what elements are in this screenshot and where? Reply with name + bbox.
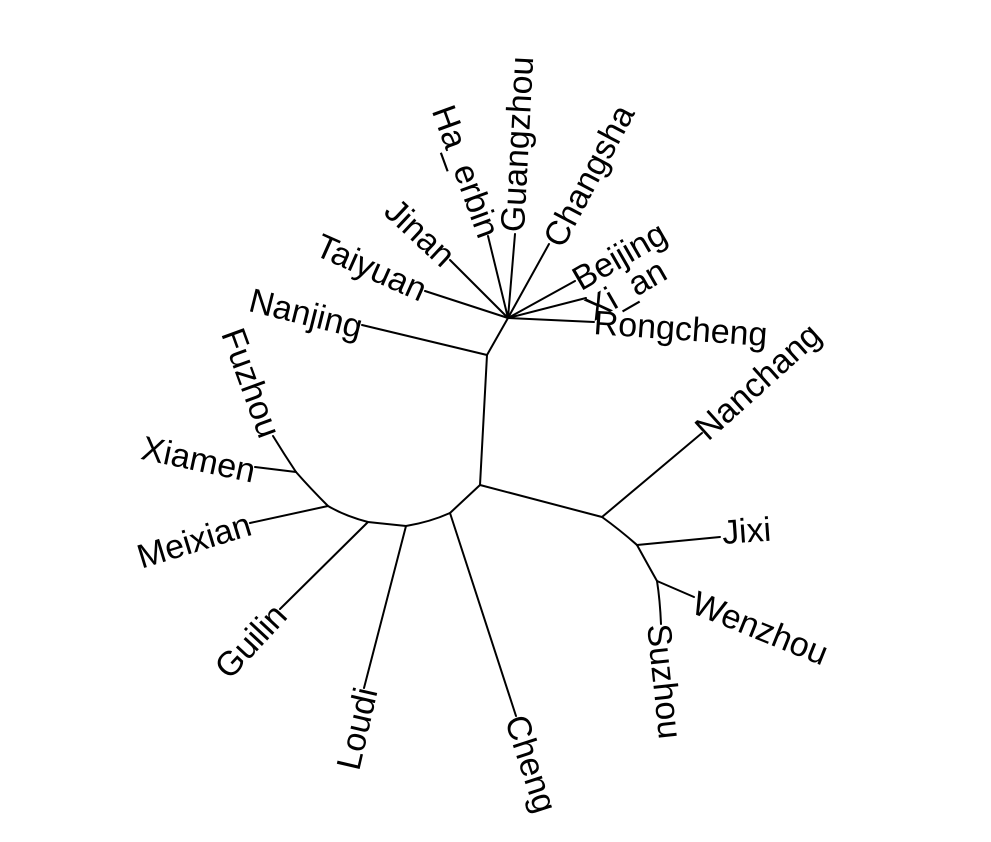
edge-xiamen [254,466,297,473]
edge-ha-erbin [487,235,509,319]
tip-label-cheng: Cheng [497,710,564,817]
edge-nanchang [601,432,703,518]
branch-right-lower [636,544,658,582]
edge-jixi [636,536,721,546]
branch-root-to-left [449,484,481,514]
arc-left-clade [295,471,451,528]
edge-guilin [279,521,369,610]
edge-meixian [249,505,329,524]
edge-xi-an [507,297,587,319]
tree-edges [249,233,721,717]
branch-upper-to-hub [486,317,509,356]
edge-beijing [507,280,576,319]
tip-label-meixian: Meixian [133,506,256,577]
edge-cheng [449,512,517,717]
tip-label-jixi: Jixi [721,511,773,552]
edge-nanjing [361,324,488,356]
tip-label-nanjing: Nanjing [245,282,366,347]
edge-wenzhou [656,580,695,598]
tip-label-fuzhou: Fuzhou [213,323,287,443]
tip-label-rongcheng: Rongcheng [593,304,769,354]
edge-changsha [507,243,550,319]
tip-label-loudi: Loudi [330,684,386,774]
branch-root-to-right [479,484,603,518]
tip-label-xiamen: Xiamen [138,429,259,490]
edge-jinan [449,259,509,319]
tip-label-suzhou: Suzhou [639,622,689,741]
branch-root-to-upper [479,354,488,486]
edge-guangzhou [507,233,516,319]
tip-label-wenzhou: Wenzhou [687,584,834,673]
branch-right-inner [601,516,638,546]
edge-rongcheng [507,317,595,323]
tip-label-guilin: Guilin [208,597,295,686]
edge-fuzhou [272,435,297,473]
tip-label-guangzhou: Guangzhou [494,55,541,233]
edge-loudi [363,525,407,689]
edge-suzhou [656,580,662,625]
edge-taiyuan [424,290,509,319]
